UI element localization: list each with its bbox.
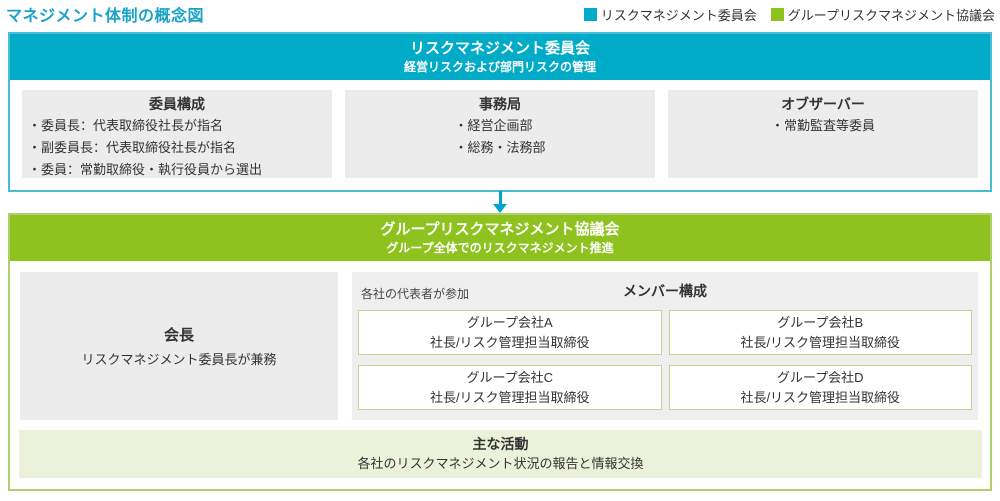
list-item: ・委員長：代表取締役社長が指名 [28, 118, 224, 133]
list-item: ・経営企画部 [454, 118, 533, 133]
company-name: グループ会社D [776, 370, 864, 385]
activities-title: 主な活動 [472, 436, 529, 453]
company-box-a: グループ会社A 社長/リスク管理担当取締役 [358, 310, 662, 355]
company-role: 社長/リスク管理担当取締役 [429, 389, 590, 405]
company-box-c: グループ会社C 社長/リスク管理担当取締役 [358, 365, 662, 410]
committee-box-composition: 委員構成 ・委員長：代表取締役社長が指名 ・副委員長：代表取締役社長が指名 ・委… [22, 90, 332, 178]
legend-item-council: グループリスクマネジメント協議会 [770, 5, 995, 24]
list-item: ・常勤監査等委員 [770, 118, 875, 133]
committee-body: 委員構成 ・委員長：代表取締役社長が指名 ・副委員長：代表取締役社長が指名 ・委… [10, 80, 990, 178]
members-note: 各社の代表者が参加 [361, 287, 470, 301]
list-item: ・総務・法務部 [454, 139, 546, 155]
company-box-b: グループ会社B 社長/リスク管理担当取締役 [668, 310, 972, 355]
legend-label-committee: リスクマネジメント委員会 [600, 8, 757, 23]
box-items-composition: ・委員長：代表取締役社長が指名 ・副委員長：代表取締役社長が指名 ・委員：常勤取… [28, 115, 326, 180]
legend-swatch-committee-icon [583, 8, 597, 21]
committee-box-observer: オブザーバー ・常勤監査等委員 [668, 90, 978, 178]
members-title: メンバー構成 [623, 283, 707, 299]
box-items-secretariat: ・経営企画部 ・総務・法務部 [454, 115, 545, 159]
chairman-title: 会長 [163, 327, 194, 344]
down-arrow-head [493, 204, 507, 213]
company-role: 社長/リスク管理担当取締役 [740, 334, 901, 350]
company-role: 社長/リスク管理担当取締役 [429, 334, 590, 350]
council-subtitle: グループ全体でのリスクマネジメント推進 [386, 240, 614, 255]
council-title: グループリスクマネジメント協議会 [380, 221, 620, 238]
committee-header: リスクマネジメント委員会 経営リスクおよび部門リスクの管理 [10, 34, 990, 80]
page-title: マネジメント体制の概念図 [6, 8, 205, 25]
legend-swatch-council-icon [770, 8, 784, 21]
company-box-d: グループ会社D 社長/リスク管理担当取締役 [668, 365, 972, 410]
box-title-observer: オブザーバー [781, 96, 865, 112]
company-role: 社長/リスク管理担当取締役 [740, 389, 901, 405]
down-arrow-shaft [499, 191, 502, 204]
company-name: グループ会社B [777, 315, 864, 330]
list-item: ・委員：常勤取締役・執行役員から選出 [28, 161, 263, 177]
members-grid: グループ会社A 社長/リスク管理担当取締役 グループ会社B 社長/リスク管理担当… [358, 310, 972, 410]
council-section: グループリスクマネジメント協議会 グループ全体でのリスクマネジメント推進 会長 … [8, 213, 992, 491]
activities-box: 主な活動 各社のリスクマネジメント状況の報告と情報交換 [19, 430, 982, 478]
legend-label-council: グループリスクマネジメント協議会 [787, 8, 995, 23]
legend: リスクマネジメント委員会 グループリスクマネジメント協議会 [583, 5, 995, 24]
council-header: グループリスクマネジメント協議会 グループ全体でのリスクマネジメント推進 [10, 215, 990, 261]
legend-item-committee: リスクマネジメント委員会 [583, 5, 757, 24]
chairman-note: リスクマネジメント委員長が兼務 [81, 352, 277, 367]
box-title-composition: 委員構成 [149, 96, 205, 112]
committee-section: リスクマネジメント委員会 経営リスクおよび部門リスクの管理 委員構成 ・委員長：… [8, 32, 992, 192]
committee-title: リスクマネジメント委員会 [409, 40, 590, 57]
box-items-observer: ・常勤監査等委員 [771, 115, 875, 137]
company-name: グループ会社C [466, 370, 554, 385]
activities-desc: 各社のリスクマネジメント状況の報告と情報交換 [357, 455, 644, 471]
box-title-secretariat: 事務局 [479, 96, 521, 112]
committee-box-secretariat: 事務局 ・経営企画部 ・総務・法務部 [345, 90, 655, 178]
committee-subtitle: 経営リスクおよび部門リスクの管理 [403, 59, 596, 74]
members-area: 各社の代表者が参加 メンバー構成 グループ会社A 社長/リスク管理担当取締役 グ… [352, 272, 978, 420]
company-name: グループ会社A [466, 315, 553, 330]
chairman-box: 会長 リスクマネジメント委員長が兼務 [20, 272, 338, 420]
list-item: ・副委員長：代表取締役社長が指名 [28, 139, 237, 155]
